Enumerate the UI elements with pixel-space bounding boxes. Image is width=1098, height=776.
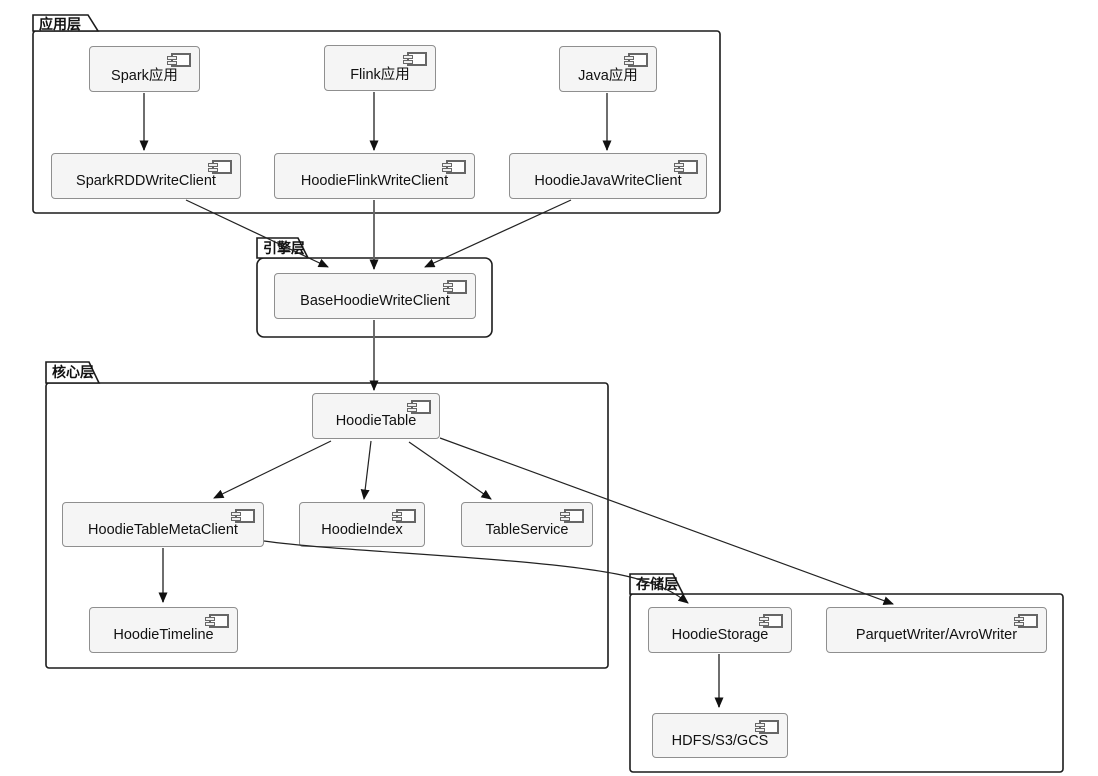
component-icon [674, 160, 698, 174]
component-java-app: Java应用 [559, 46, 657, 92]
component-icon [208, 160, 232, 174]
component-hoodie-flink-write-client: HoodieFlinkWriteClient [274, 153, 475, 199]
component-icon [403, 52, 427, 66]
component-icon [759, 614, 783, 628]
component-label: BaseHoodieWriteClient [300, 293, 450, 309]
component-parquet-avro-writer: ParquetWriter/AvroWriter [826, 607, 1047, 653]
component-label: HoodieStorage [671, 627, 769, 643]
package-label-app-layer: 应用层 [39, 16, 81, 32]
component-icon [755, 720, 779, 734]
edge-hoodie-table-to-hoodie-index [360, 440, 372, 500]
component-icon [205, 614, 229, 628]
component-label: SparkRDDWriteClient [76, 173, 216, 189]
component-icon [560, 509, 584, 523]
edge-hoodie-table-meta-client-to-hoodie-storage [263, 540, 689, 604]
component-label: Flink应用 [350, 66, 410, 83]
component-flink-app: Flink应用 [324, 45, 436, 91]
package-label-storage-layer: 存储层 [636, 576, 678, 592]
component-spark-rdd-write-client: SparkRDDWriteClient [51, 153, 241, 199]
edge-hoodie-table-to-hoodie-table-meta-client [213, 440, 332, 499]
edge-hoodie-table-to-table-service [408, 441, 492, 500]
component-icon [1014, 614, 1038, 628]
component-icon [624, 53, 648, 67]
component-label: HoodieTimeline [113, 627, 214, 643]
component-label: ParquetWriter/AvroWriter [855, 627, 1018, 643]
component-label: HoodieFlinkWriteClient [300, 173, 449, 189]
edge-hoodie-java-write-client-to-base-hoodie-write-client [424, 199, 572, 268]
component-hoodie-index: HoodieIndex [299, 502, 425, 547]
component-hoodie-storage: HoodieStorage [648, 607, 792, 653]
component-icon [167, 53, 191, 67]
component-base-hoodie-write-client: BaseHoodieWriteClient [274, 273, 476, 319]
component-label: HoodieTableMetaClient [88, 521, 238, 538]
component-icon [392, 509, 416, 523]
component-label: TableService [485, 521, 569, 538]
component-hoodie-timeline: HoodieTimeline [89, 607, 238, 653]
component-spark-app: Spark应用 [89, 46, 200, 92]
component-label: HoodieIndex [321, 521, 403, 538]
component-icon [231, 509, 255, 523]
package-label-engine-layer: 引擎层 [263, 240, 305, 256]
component-icon [443, 280, 467, 294]
component-hdfs-s3-gcs: HDFS/S3/GCS [652, 713, 788, 758]
component-hoodie-table-meta-client: HoodieTableMetaClient [62, 502, 264, 547]
component-icon [442, 160, 466, 174]
component-icon [407, 400, 431, 414]
component-label: Spark应用 [111, 67, 178, 84]
component-hoodie-table: HoodieTable [312, 393, 440, 439]
component-hoodie-java-write-client: HoodieJavaWriteClient [509, 153, 707, 199]
component-label: HoodieJavaWriteClient [534, 173, 682, 189]
component-label: HoodieTable [335, 413, 417, 429]
component-label: HDFS/S3/GCS [671, 732, 769, 749]
component-table-service: TableService [461, 502, 593, 547]
package-label-core-layer: 核心层 [52, 364, 94, 380]
component-label: Java应用 [578, 67, 638, 84]
edge-spark-rdd-write-client-to-base-hoodie-write-client [185, 199, 329, 268]
